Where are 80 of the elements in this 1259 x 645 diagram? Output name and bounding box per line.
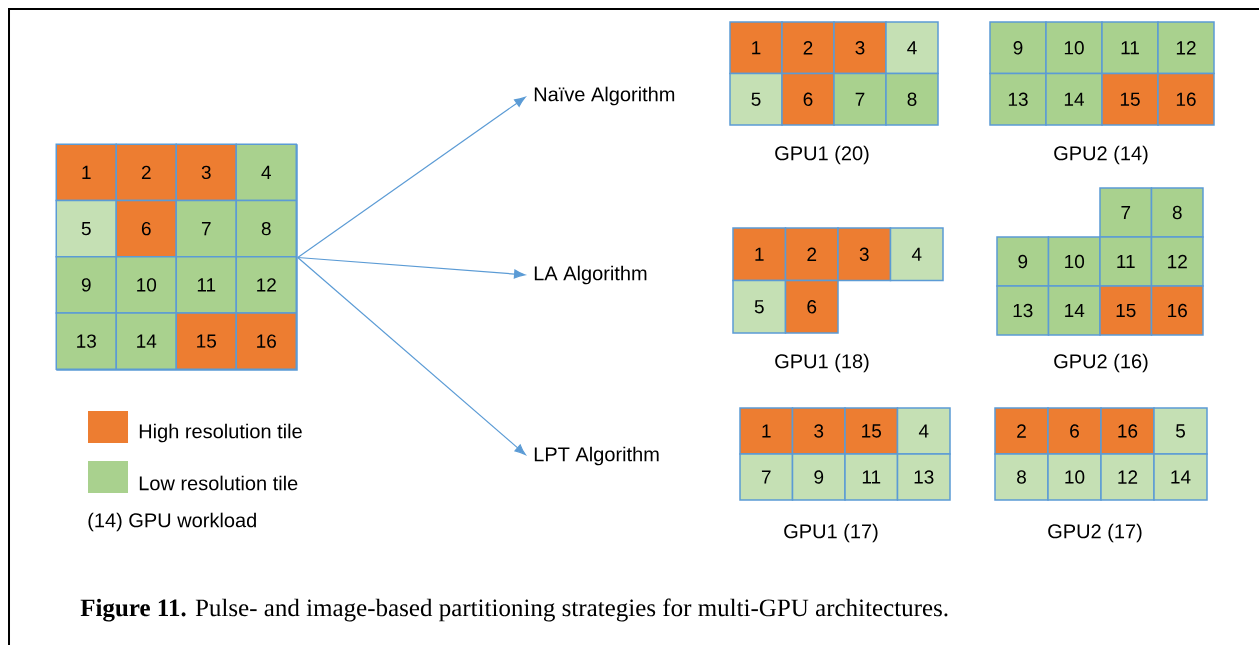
tile: 6: [784, 279, 839, 334]
tile: 16: [1157, 72, 1215, 126]
algorithm-label: Naïve Algorithm: [534, 86, 675, 106]
tile: 10: [115, 256, 177, 314]
tile: 4: [885, 21, 939, 75]
tile: 15: [1101, 72, 1159, 126]
tile: 10: [1045, 21, 1103, 75]
gpu-label: GPU2 (17): [1048, 523, 1142, 543]
tile: 1: [739, 407, 794, 455]
gpu-label: GPU1 (20): [775, 145, 869, 165]
tile: 9: [791, 453, 846, 501]
arrow: [297, 256, 526, 455]
tile: 13: [55, 312, 117, 370]
tile: 16: [235, 312, 297, 370]
tile: 13: [989, 72, 1047, 126]
tile: 1: [55, 143, 117, 202]
tile: 13: [896, 453, 951, 501]
tile: 1: [729, 21, 783, 75]
gpu-label: GPU2 (16): [1054, 353, 1148, 373]
tile: 6: [1047, 407, 1102, 455]
tile: 4: [889, 227, 944, 282]
tile: 8: [885, 72, 939, 126]
caption: Figure 11. Pulse- and image-based partitioning strategies for multi-GPU architectures.: [80, 598, 948, 622]
tile: 14: [1047, 285, 1101, 336]
tile: 15: [175, 312, 237, 370]
tile: 3: [833, 21, 887, 75]
gpu-label: GPU1 (18): [775, 353, 869, 373]
tile: 12: [235, 256, 297, 314]
tile: 3: [837, 227, 892, 282]
tile: 9: [55, 256, 117, 314]
tile: 8: [235, 199, 297, 258]
legend-text: Low resolution tile: [139, 475, 298, 491]
tile: 9: [989, 21, 1047, 75]
tile: 11: [1099, 236, 1153, 287]
tile: 13: [996, 285, 1050, 336]
tile: 11: [844, 453, 899, 501]
tile: 5: [55, 199, 117, 258]
tile: 6: [781, 72, 835, 126]
tile: 10: [1047, 236, 1101, 287]
tile: 5: [732, 279, 787, 334]
tile: 7: [175, 199, 237, 258]
tile: 12: [1150, 236, 1204, 287]
tile: 5: [729, 72, 783, 126]
tile: 2: [781, 21, 835, 75]
tile: 8: [1150, 187, 1204, 238]
tile: 15: [1099, 285, 1153, 336]
tile: 10: [1047, 453, 1102, 501]
algorithm-label: LPT Algorithm: [534, 446, 659, 466]
tile: 9: [996, 236, 1050, 287]
tile: 14: [1153, 453, 1208, 501]
tile: 14: [115, 312, 177, 370]
tile: 11: [175, 256, 237, 314]
arrow: [297, 256, 526, 279]
tile: 5: [1153, 407, 1208, 455]
algorithm-label: LA Algorithm: [534, 265, 647, 285]
tile: 3: [175, 143, 237, 202]
tile: 12: [1157, 21, 1215, 75]
tile: 7: [1099, 187, 1153, 238]
tile: 6: [115, 199, 177, 258]
tile: 7: [739, 453, 794, 501]
tile: 16: [1100, 407, 1155, 455]
tile: 8: [994, 453, 1049, 501]
tile: 1: [732, 227, 787, 282]
gpu-label: GPU1 (17): [784, 523, 878, 543]
tile: 7: [833, 72, 887, 126]
arrow: [297, 96, 526, 259]
tile: 2: [784, 227, 839, 282]
tile: 11: [1101, 21, 1159, 75]
tile: 15: [844, 407, 899, 455]
tile: 4: [896, 407, 951, 455]
tile: 14: [1045, 72, 1103, 126]
tile: 3: [791, 407, 846, 455]
tile: 12: [1100, 453, 1155, 501]
legend-text: High resolution tile: [139, 423, 302, 443]
gpu-label: GPU2 (14): [1054, 145, 1148, 165]
workload-note: (14) GPU workload: [88, 512, 256, 532]
tile: 2: [994, 407, 1049, 455]
tile: 4: [235, 143, 297, 202]
tile: 2: [115, 143, 177, 202]
tile: 16: [1150, 285, 1204, 336]
